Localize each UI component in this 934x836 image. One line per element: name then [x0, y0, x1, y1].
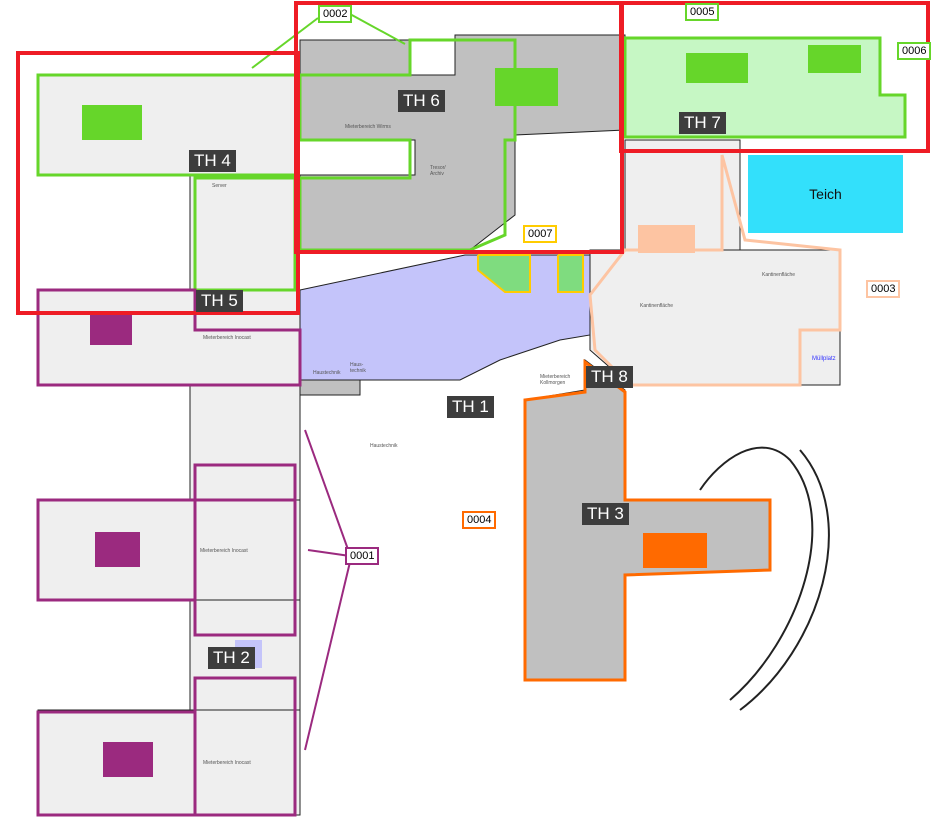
- selection-frames: [16, 1, 930, 315]
- zone-0004-outline: [523, 359, 772, 682]
- zone-code-0003: 0003: [866, 280, 901, 298]
- th-1-label: TH 1: [447, 396, 494, 418]
- pond-teich: Teich: [748, 155, 903, 233]
- zone-0002-arrows: [251, 13, 406, 69]
- th-8-label: TH 8: [586, 366, 633, 388]
- peach-block: [638, 225, 695, 253]
- label-kollmorgen: Mieterbereich Kollmorgen: [540, 374, 571, 386]
- label-wirms: Mieterbereich Wirms: [345, 124, 391, 130]
- zone-code-0001: 0001: [345, 547, 380, 565]
- zone-0005-0006-area: [623, 36, 907, 139]
- zone-code-0007: 0007: [523, 225, 558, 243]
- road-curve-inner: [739, 449, 830, 711]
- th-6-label: TH 6: [398, 90, 445, 112]
- zone-0001-arrows: [304, 429, 351, 751]
- label-haustechnik-3: Haus-technik: [350, 362, 366, 374]
- purple-outlines: [36, 288, 302, 817]
- label-kantine-1: Kantinenfläche: [640, 303, 674, 309]
- label-haustechnik-1: Haustechnik: [313, 370, 341, 376]
- th-7-label: TH 7: [679, 112, 726, 134]
- label-inocast-3: Mieterbereich Inocast: [203, 760, 251, 766]
- label-server: Server: [212, 183, 227, 189]
- label-kantine-2: Kantinenfläche: [762, 272, 796, 278]
- zone-0007-outline: [477, 254, 531, 293]
- label-tresor: Tresor/ Archiv: [430, 165, 446, 177]
- label-haustechnik-2: Haustechnik: [370, 443, 398, 449]
- zone-code-0002: 0002: [318, 5, 353, 23]
- th-5-label: TH 5: [196, 290, 243, 312]
- th-4-label: TH 4: [189, 150, 236, 172]
- lavender-corridor: [299, 254, 591, 381]
- label-inocast-2: Mieterbereich Inocast: [200, 548, 248, 554]
- zone-code-0005: 0005: [685, 3, 720, 21]
- zone-0007-outline-2: [557, 254, 584, 293]
- zone-code-0004: 0004: [462, 511, 497, 529]
- purple-blocks: [90, 315, 153, 777]
- orange-block: [643, 533, 707, 568]
- th-3-label: TH 3: [582, 503, 629, 525]
- label-inocast-1: Mieterbereich Inocast: [203, 335, 251, 341]
- label-muellplatz: Müllplatz: [812, 356, 836, 362]
- th-2-label: TH 2: [208, 647, 255, 669]
- road-curve: [699, 446, 814, 701]
- zone-code-0006: 0006: [897, 42, 932, 60]
